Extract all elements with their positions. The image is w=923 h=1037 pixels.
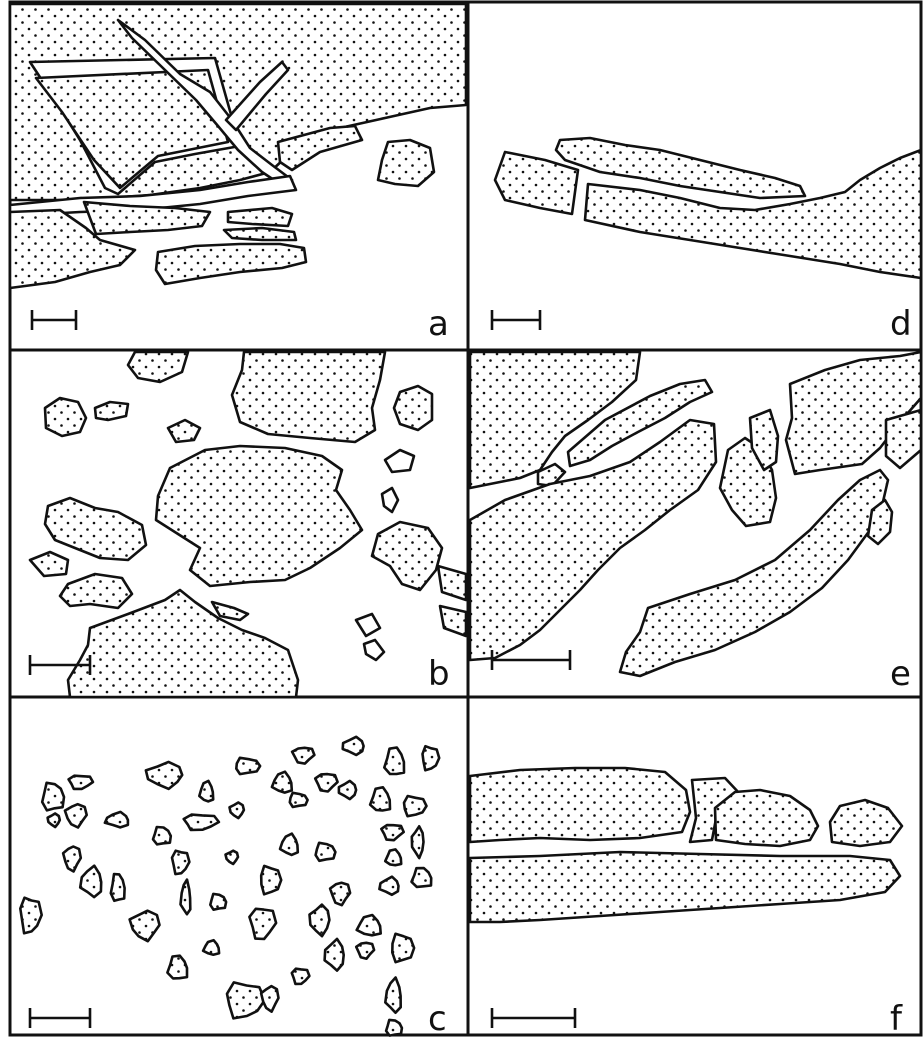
grain — [69, 776, 93, 789]
grain — [236, 758, 260, 774]
grain — [153, 827, 171, 844]
panel-d: d — [492, 138, 921, 344]
grain — [48, 814, 60, 828]
fragment — [45, 398, 86, 436]
grain — [230, 803, 244, 819]
fragment — [232, 352, 385, 442]
grain — [392, 934, 414, 962]
panel-label-b: b — [428, 654, 450, 694]
fragment — [886, 410, 921, 468]
fragment — [156, 446, 362, 586]
grain — [172, 851, 189, 874]
scale-bar — [30, 1008, 90, 1028]
grain — [146, 762, 182, 789]
grain — [20, 898, 41, 934]
grain — [356, 943, 374, 959]
fragment — [470, 768, 690, 842]
fragment — [128, 352, 188, 382]
grain — [130, 911, 160, 942]
grain — [111, 874, 125, 901]
scale-bar — [492, 1008, 575, 1028]
fragment-outline — [364, 640, 384, 660]
panel-a: a — [10, 4, 466, 344]
fragment — [372, 522, 442, 590]
grain — [184, 815, 219, 830]
panel-label-d: d — [890, 304, 912, 344]
grain — [343, 737, 364, 755]
grain — [181, 880, 191, 915]
grain — [384, 748, 404, 775]
scale-bar — [492, 310, 540, 330]
grain — [226, 851, 239, 864]
grain — [290, 793, 308, 807]
grain — [280, 834, 298, 855]
fragment — [228, 208, 292, 226]
grain — [412, 826, 424, 858]
grain — [249, 909, 276, 939]
fragment — [84, 202, 210, 234]
grain — [65, 804, 87, 827]
grain — [63, 847, 81, 872]
grain — [315, 774, 337, 791]
fragment-outline — [382, 488, 398, 512]
fragment — [168, 420, 200, 442]
panel-label-f: f — [890, 999, 903, 1037]
grain — [42, 783, 64, 811]
fragment — [224, 228, 296, 240]
grain — [292, 969, 310, 984]
fragment — [45, 498, 146, 560]
grain — [227, 982, 265, 1018]
scale-bar — [32, 310, 76, 330]
grain — [330, 883, 350, 905]
grain — [381, 825, 403, 840]
grain — [199, 781, 213, 802]
grain — [423, 746, 440, 770]
grain — [105, 812, 128, 828]
grain — [310, 905, 330, 937]
fragment — [470, 852, 900, 922]
grain — [316, 843, 336, 861]
grain — [210, 894, 226, 910]
panel-f: f — [470, 768, 903, 1037]
panel-label-a: a — [428, 304, 449, 344]
panel-b: b — [30, 352, 466, 697]
grain — [385, 978, 400, 1013]
grain — [357, 915, 381, 935]
grain — [261, 986, 278, 1012]
grain — [379, 877, 398, 895]
grain — [404, 796, 427, 816]
fragment — [378, 140, 434, 186]
grain — [292, 748, 314, 764]
panel-label-c: c — [428, 999, 447, 1037]
grain — [339, 781, 356, 799]
grain — [203, 940, 219, 955]
fragment — [830, 800, 902, 846]
grain — [167, 956, 187, 979]
fragment-outline — [385, 450, 414, 472]
grain — [370, 787, 390, 810]
fragment — [440, 606, 466, 636]
fragment — [156, 244, 306, 284]
grain — [386, 1020, 402, 1036]
fragment — [394, 386, 432, 430]
panel-e: e — [470, 352, 921, 694]
panel-label-e: e — [890, 654, 911, 694]
grain — [385, 849, 401, 865]
grain — [261, 866, 281, 894]
fragment — [30, 552, 68, 576]
grain — [80, 866, 101, 897]
panel-c — [20, 737, 439, 1036]
fragment — [715, 790, 818, 846]
fragment — [95, 402, 128, 420]
fragment-outline — [356, 614, 380, 636]
fragment — [60, 574, 132, 608]
fragment — [438, 566, 466, 600]
grain — [325, 939, 344, 971]
grain — [412, 868, 432, 887]
grain — [272, 772, 292, 793]
